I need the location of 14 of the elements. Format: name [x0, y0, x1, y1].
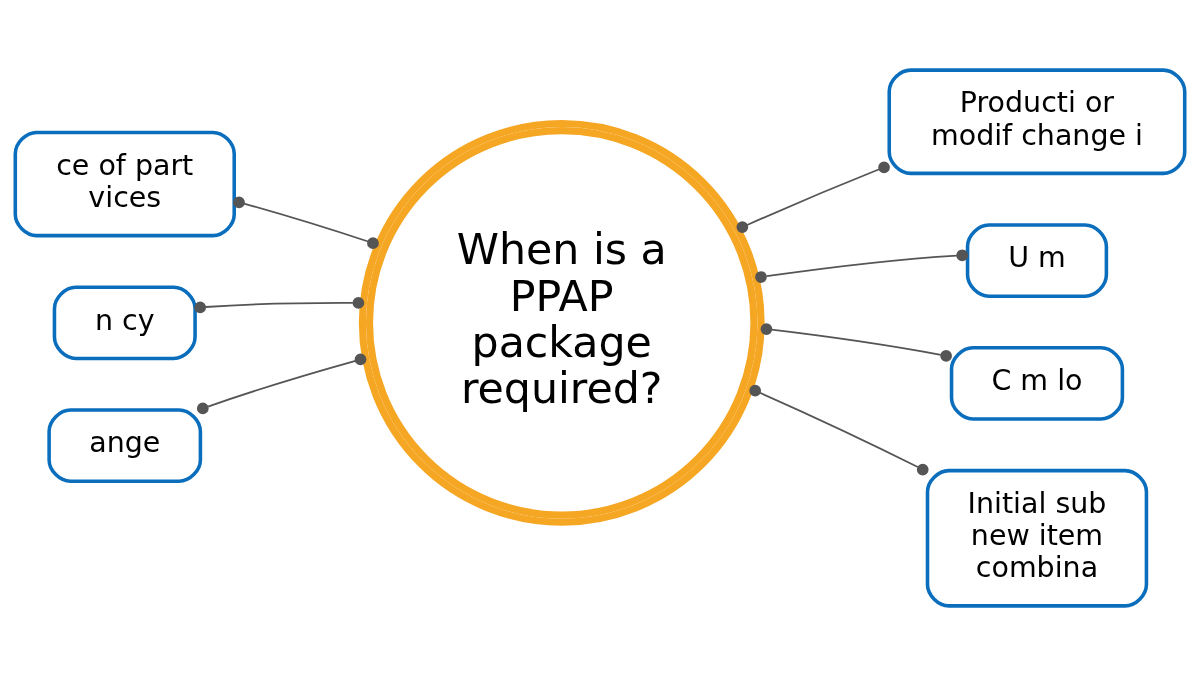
node-box: ce of part vices: [13, 130, 236, 237]
node-box: C m lo: [949, 345, 1125, 421]
connector: [755, 248, 969, 283]
connector: [736, 161, 890, 233]
node-box: U m: [965, 222, 1109, 298]
connector: [196, 353, 367, 414]
connector: [749, 384, 929, 475]
connector: [233, 195, 379, 249]
node-box: n cy: [52, 285, 197, 360]
connector: [194, 296, 365, 313]
node-box: Initial sub new item combina: [925, 468, 1149, 608]
connector: [760, 322, 952, 362]
node-box: ange: [47, 407, 203, 483]
node-box: Producti or modif change i: [887, 67, 1187, 175]
